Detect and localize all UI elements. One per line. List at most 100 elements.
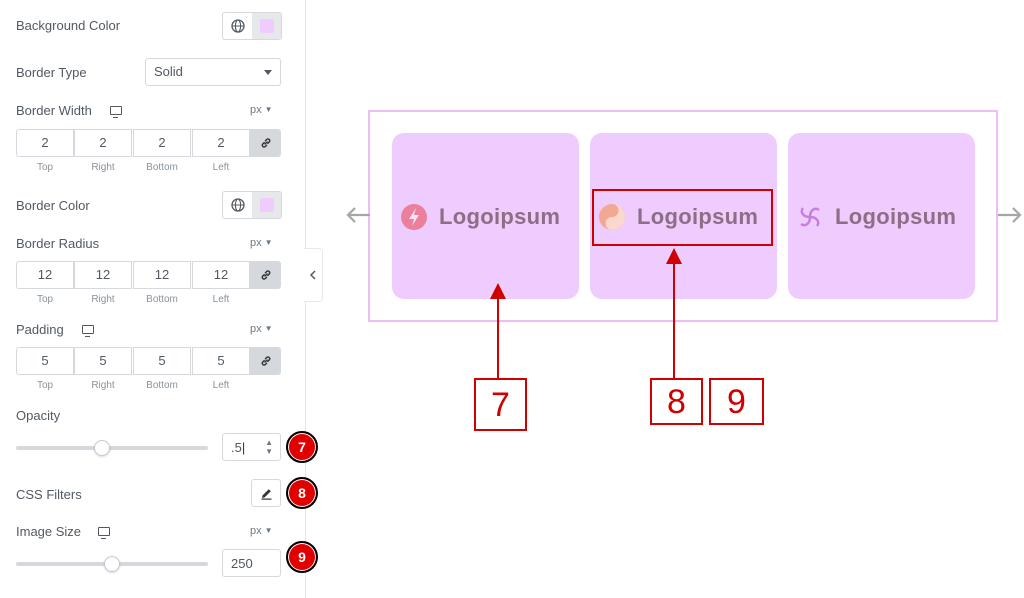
stepper-arrows-icon[interactable]: ▲▼: [265, 438, 273, 456]
logo-highlight-box: [592, 189, 773, 246]
border-radius-top-input[interactable]: 12: [16, 261, 74, 289]
unit-label: px: [250, 323, 262, 335]
unit-label: px: [250, 237, 262, 249]
logo-text: Logoipsum: [637, 204, 759, 229]
global-colors-icon[interactable]: [223, 13, 253, 39]
padding-top-input[interactable]: 5: [16, 347, 74, 375]
opacity-label: Opacity: [16, 408, 61, 423]
border-width-left-input[interactable]: 2: [192, 129, 250, 157]
image-size-input[interactable]: 250: [222, 549, 281, 577]
logo-text: Logoipsum: [439, 204, 561, 229]
desktop-icon[interactable]: [82, 325, 94, 337]
chevron-down-icon: ▼: [264, 238, 273, 247]
side-label-right: Right: [91, 162, 115, 173]
carousel-prev-arrow[interactable]: [344, 204, 372, 226]
arrow-right-icon: [998, 207, 1022, 223]
side-label-top: Top: [36, 162, 54, 173]
side-label-right: Right: [91, 380, 115, 391]
opacity-value: .5: [231, 440, 242, 455]
chevron-left-icon: [309, 270, 316, 280]
border-type-label: Border Type: [16, 65, 87, 80]
callout-label-8: 8: [650, 378, 703, 425]
unit-label: px: [250, 525, 262, 537]
yin-yang-logo-icon: [599, 204, 625, 230]
side-label-bottom: Bottom: [146, 162, 178, 173]
background-color-control[interactable]: [222, 12, 282, 40]
border-type-select[interactable]: Solid: [145, 58, 281, 86]
padding-left-input[interactable]: 5: [192, 347, 250, 375]
border-color-swatch[interactable]: [252, 192, 281, 218]
image-size-label: Image Size: [16, 524, 82, 539]
side-label-bottom: Bottom: [146, 294, 178, 305]
background-color-swatch[interactable]: [252, 13, 281, 39]
padding-bottom-input[interactable]: 5: [133, 347, 191, 375]
border-width-label: Border Width: [16, 103, 92, 118]
collapse-panel-button[interactable]: [304, 248, 323, 302]
pointer-line: [673, 263, 675, 378]
logo-item-1: Logoipsum: [399, 200, 560, 234]
pointer-arrowhead: [490, 283, 506, 299]
carousel-slide-3[interactable]: [788, 133, 975, 299]
background-color-label: Background Color: [16, 18, 121, 33]
padding-unit-select[interactable]: px▼: [250, 323, 273, 335]
image-size-slider-thumb[interactable]: [104, 556, 120, 572]
link-icon: [261, 270, 270, 280]
chevron-down-icon: ▼: [264, 324, 273, 333]
callout-label-7: 7: [474, 378, 527, 431]
css-filters-label: CSS Filters: [16, 487, 82, 502]
annotation-badge-7: 7: [286, 431, 318, 463]
pencil-icon: [261, 488, 271, 500]
link-values-button[interactable]: [250, 129, 281, 157]
border-width-dimensions: 2 2 2 2 Top Right Bottom Left: [16, 129, 281, 173]
opacity-input[interactable]: .5| ▲▼: [222, 433, 281, 461]
link-values-button[interactable]: [250, 261, 281, 289]
border-radius-left-input[interactable]: 12: [192, 261, 250, 289]
side-label-top: Top: [36, 294, 54, 305]
side-label-left: Left: [212, 380, 230, 391]
border-width-unit-select[interactable]: px▼: [250, 104, 273, 116]
border-width-right-input[interactable]: 2: [74, 129, 132, 157]
link-values-button[interactable]: [250, 347, 281, 375]
border-color-control[interactable]: [222, 191, 282, 219]
border-radius-bottom-input[interactable]: 12: [133, 261, 191, 289]
opacity-slider-thumb[interactable]: [94, 440, 111, 456]
border-radius-unit-select[interactable]: px▼: [250, 237, 273, 249]
callout-label-9: 9: [709, 378, 764, 425]
border-width-top-input[interactable]: 2: [16, 129, 74, 157]
global-colors-icon[interactable]: [223, 192, 253, 218]
link-icon: [261, 356, 270, 366]
side-label-top: Top: [36, 380, 54, 391]
border-radius-label: Border Radius: [16, 236, 100, 251]
border-radius-right-input[interactable]: 12: [74, 261, 132, 289]
pointer-line: [497, 298, 499, 378]
annotation-badge-9: 9: [286, 541, 318, 573]
unit-label: px: [250, 104, 262, 116]
padding-right-input[interactable]: 5: [74, 347, 132, 375]
chevron-down-icon: [264, 70, 272, 75]
border-width-bottom-input[interactable]: 2: [133, 129, 191, 157]
side-label-left: Left: [212, 162, 230, 173]
opacity-slider-track[interactable]: [16, 446, 208, 450]
swirl-logo-icon: [800, 207, 820, 227]
carousel-next-arrow[interactable]: [996, 204, 1024, 226]
bolt-logo-icon: [401, 204, 427, 230]
desktop-icon[interactable]: [98, 527, 110, 539]
side-label-bottom: Bottom: [146, 380, 178, 391]
padding-dimensions: 5 5 5 5 Top Right Bottom Left: [16, 347, 281, 391]
arrow-left-icon: [346, 207, 370, 223]
border-type-value: Solid: [154, 64, 183, 79]
css-filters-edit-button[interactable]: [251, 479, 281, 507]
pointer-arrowhead: [666, 248, 682, 264]
logo-text: Logoipsum: [835, 204, 957, 229]
side-label-left: Left: [212, 294, 230, 305]
logo-item-2: Logoipsum: [597, 200, 758, 234]
border-radius-dimensions: 12 12 12 12 Top Right Bottom Left: [16, 261, 281, 305]
desktop-icon[interactable]: [110, 106, 122, 118]
annotation-badge-8: 8: [286, 477, 318, 509]
side-label-right: Right: [91, 294, 115, 305]
settings-panel: Background Color Border Type Solid Borde…: [0, 0, 318, 598]
padding-label: Padding: [16, 322, 64, 337]
chevron-down-icon: ▼: [264, 526, 273, 535]
image-size-unit-select[interactable]: px▼: [250, 525, 273, 537]
chevron-down-icon: ▼: [264, 105, 273, 114]
